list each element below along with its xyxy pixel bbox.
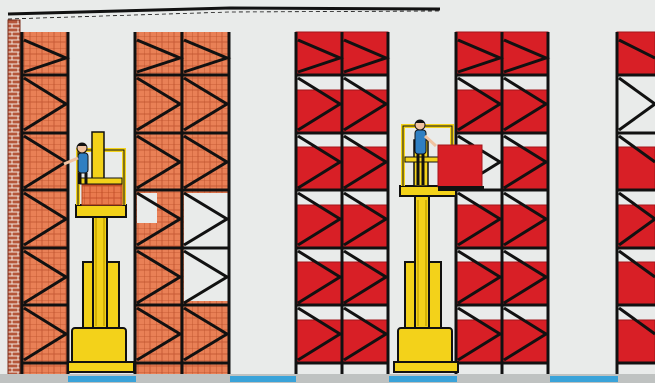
floor	[0, 374, 655, 383]
pallet-rack-orange-left	[20, 32, 71, 374]
warehouse-worker-left	[63, 142, 89, 184]
floor-guide-rail	[230, 376, 296, 382]
pallet-rack-orange-center	[133, 32, 232, 374]
pallet-rack-red-center-left	[294, 31, 391, 374]
floor-guide-rail	[389, 376, 457, 382]
floor-guide-rail	[68, 376, 136, 382]
warehouse-worker-right	[414, 119, 438, 185]
pallet-rack-red-center-right	[454, 31, 551, 374]
pallet-rack-red-right	[615, 31, 655, 374]
ceiling-line	[7, 6, 441, 20]
order-picker-truck-right	[393, 124, 484, 373]
order-picker-truck-left	[67, 131, 135, 373]
floor-guide-rail	[550, 376, 618, 382]
brick-wall	[7, 19, 21, 376]
